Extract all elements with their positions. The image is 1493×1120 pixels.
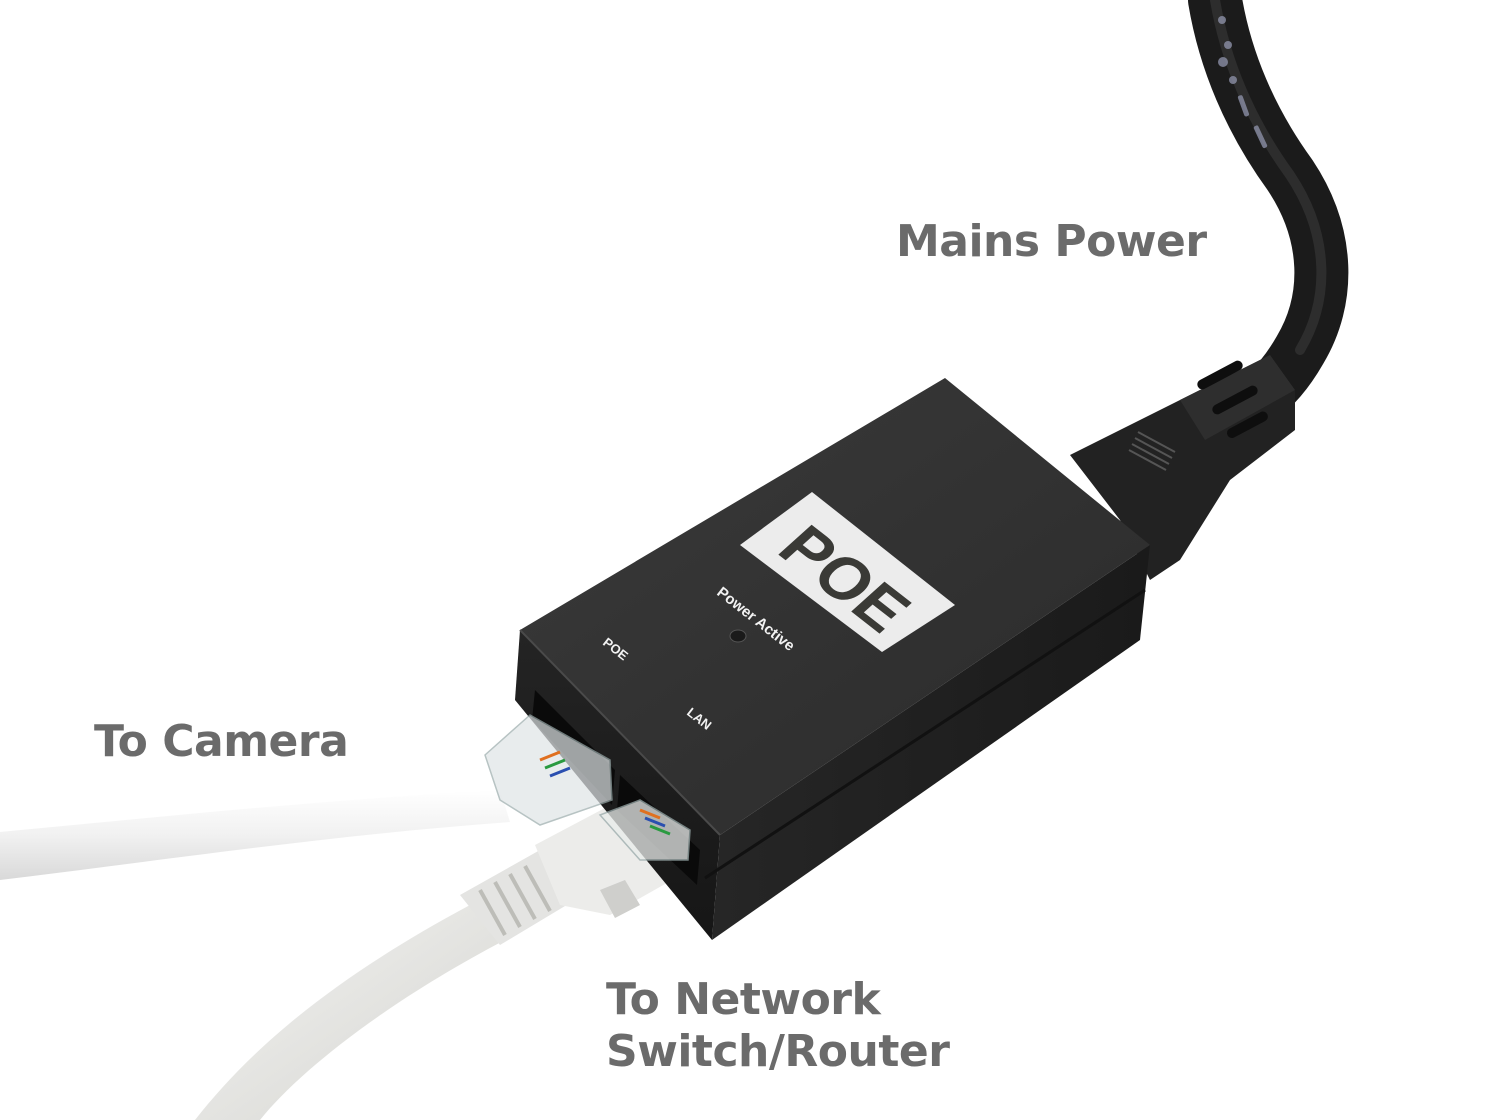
mains-power-label: Mains Power xyxy=(896,216,1207,267)
camera-ethernet-cable xyxy=(0,790,510,880)
power-plug xyxy=(1070,355,1295,580)
camera-rj45-connector xyxy=(484,714,613,826)
to-camera-label: To Camera xyxy=(94,716,349,767)
network-ethernet-cable xyxy=(195,800,690,1120)
to-network-line1: To Network xyxy=(606,974,881,1025)
to-network-line2: Switch/Router xyxy=(606,1026,950,1077)
power-cord xyxy=(1188,0,1349,442)
poe-injector: POE Power Active POE LAN xyxy=(515,378,1150,940)
network-rj45-connector xyxy=(598,799,691,861)
to-network-label: To Network Switch/Router xyxy=(606,974,950,1078)
